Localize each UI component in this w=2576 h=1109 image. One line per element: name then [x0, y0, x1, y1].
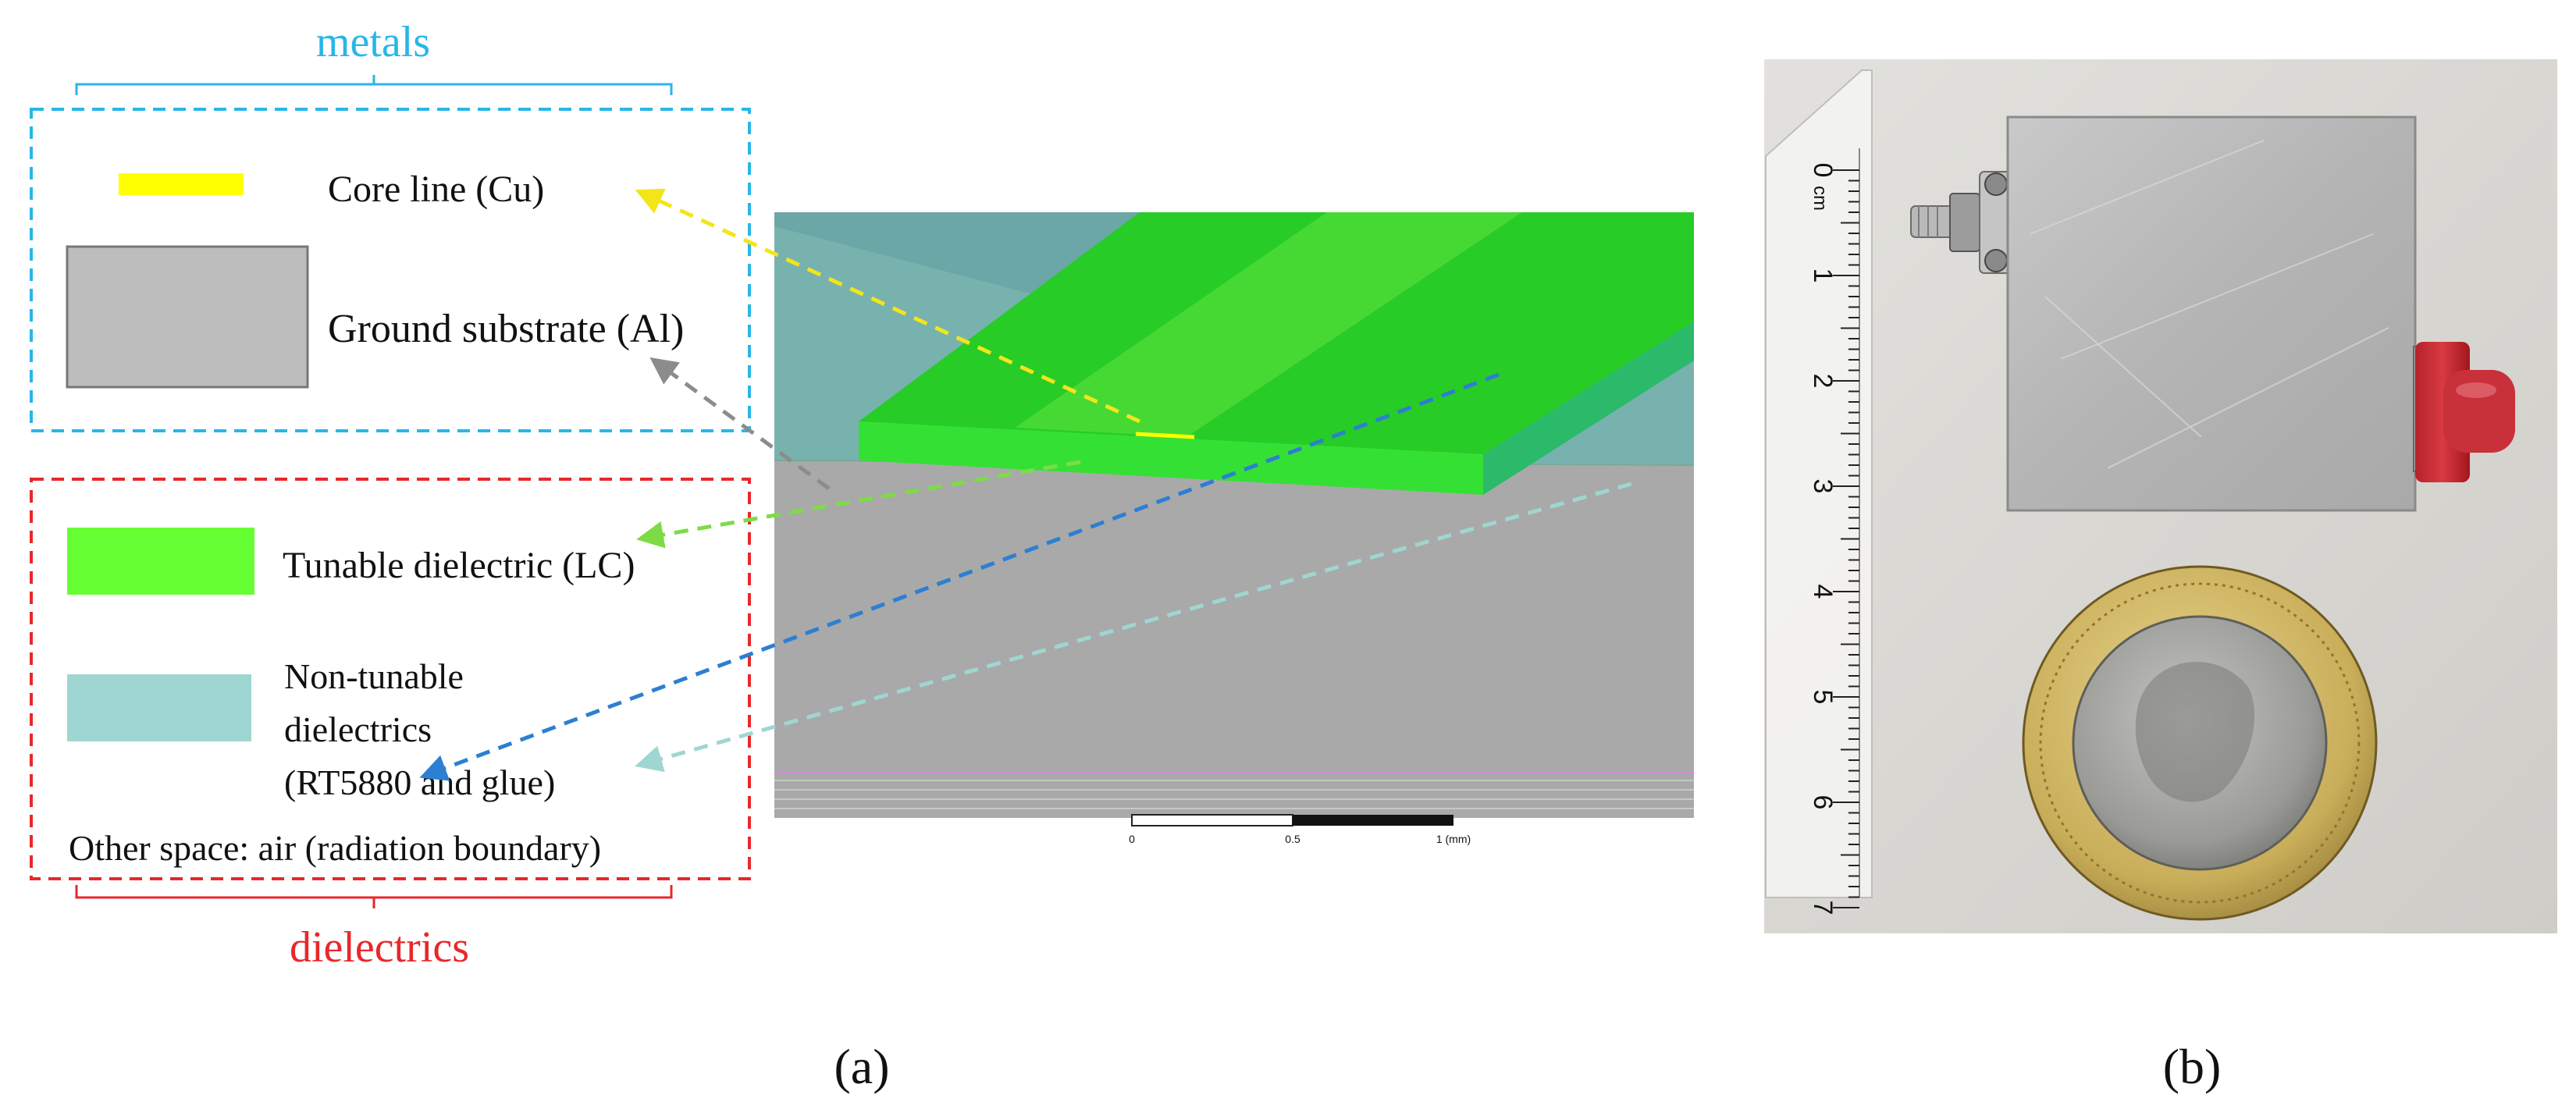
tunable-dielectric-label: Tunable dielectric (LC)	[283, 545, 635, 586]
block-scratches	[2029, 140, 2389, 469]
arrow-non-tunable-blue	[419, 372, 1500, 781]
arrow-non-tunable-cyan	[635, 482, 1632, 773]
ruler-number: 3	[1808, 479, 1838, 494]
tunable-region-front	[859, 421, 1483, 495]
arrow-core-line	[635, 188, 1141, 424]
other-space-label: Other space: air (radiation boundary)	[69, 828, 601, 868]
ruler-body	[1765, 69, 1873, 898]
ruler-number: 7	[1808, 901, 1838, 915]
sma-screw-bottom	[1984, 249, 2008, 272]
scale-bar-white	[1131, 814, 1293, 826]
ruler-number: 5	[1808, 690, 1838, 705]
dielectrics-box	[30, 478, 751, 880]
coin-portrait	[2135, 661, 2255, 802]
metals-heading: metals	[316, 18, 430, 66]
dielectrics-brace	[75, 885, 673, 908]
core-line-label: Core line (Cu)	[328, 169, 544, 210]
arrow-tunable	[636, 460, 1081, 549]
mesh-floor	[774, 780, 1694, 809]
non-tunable-label-line2: dielectrics	[284, 709, 432, 749]
caption-a: (a)	[834, 1039, 889, 1094]
scale-bar-tick-0: 0	[1129, 833, 1135, 845]
ruler-ticks	[1833, 169, 1859, 908]
scale-bar-tick-mid: 0.5	[1285, 833, 1300, 845]
ruler-numbers: 0 1 2 3 4 5 6 7 cm	[1808, 163, 1838, 915]
caption-b: (b)	[2163, 1039, 2222, 1094]
ruler-number: 2	[1808, 374, 1838, 389]
core-line-render	[1135, 432, 1195, 439]
tunable-region-side	[1483, 322, 1694, 495]
aluminium-block	[2006, 116, 2417, 512]
non-tunable-swatch	[67, 674, 251, 741]
ruler-number: 1	[1808, 268, 1838, 283]
metals-box	[30, 108, 751, 432]
non-tunable-label-line1: Non-tunable	[284, 656, 464, 696]
tunable-dielectric-swatch	[67, 528, 254, 595]
connector-arrows	[419, 188, 1632, 781]
red-connector-cap	[2443, 370, 2515, 453]
ruler: 0 1 2 3 4 5 6 7 cm	[1765, 69, 1873, 915]
ruler-number: 0	[1808, 163, 1838, 178]
ground-substrate-label: Ground substrate (Al)	[328, 307, 684, 351]
simulation-render: 0 0.5 1 (mm)	[774, 212, 1695, 845]
ruler-unit: cm	[1809, 186, 1831, 211]
non-tunable-label-line3: (RT5880 and glue)	[284, 762, 555, 802]
arrow-ground	[649, 357, 831, 491]
metals-brace	[75, 75, 673, 95]
ruler-number: 4	[1808, 585, 1838, 599]
panel-b: 0 1 2 3 4 5 6 7 cm	[1764, 59, 2557, 1094]
coin	[2022, 565, 2378, 921]
sma-screw-top	[1984, 172, 2008, 196]
scale-bar-black	[1293, 815, 1453, 826]
ruler-number: 6	[1808, 795, 1838, 810]
sma-threads	[1918, 206, 1938, 237]
coin-rim-detail	[2039, 582, 2361, 904]
scale-bar-tick-end: 1 (mm)	[1436, 833, 1471, 845]
red-connector-highlight	[2456, 382, 2496, 398]
red-connector	[2413, 342, 2515, 482]
dielectrics-heading: dielectrics	[290, 923, 469, 972]
panel-a: metals Core line (Cu) Ground substrate (…	[30, 18, 1695, 1094]
core-line-swatch	[119, 173, 244, 195]
sma-nut	[1949, 193, 1980, 252]
ground-substrate-region	[774, 460, 1694, 818]
tunable-region-top-light	[1015, 212, 1522, 437]
ground-substrate-swatch	[66, 245, 309, 389]
